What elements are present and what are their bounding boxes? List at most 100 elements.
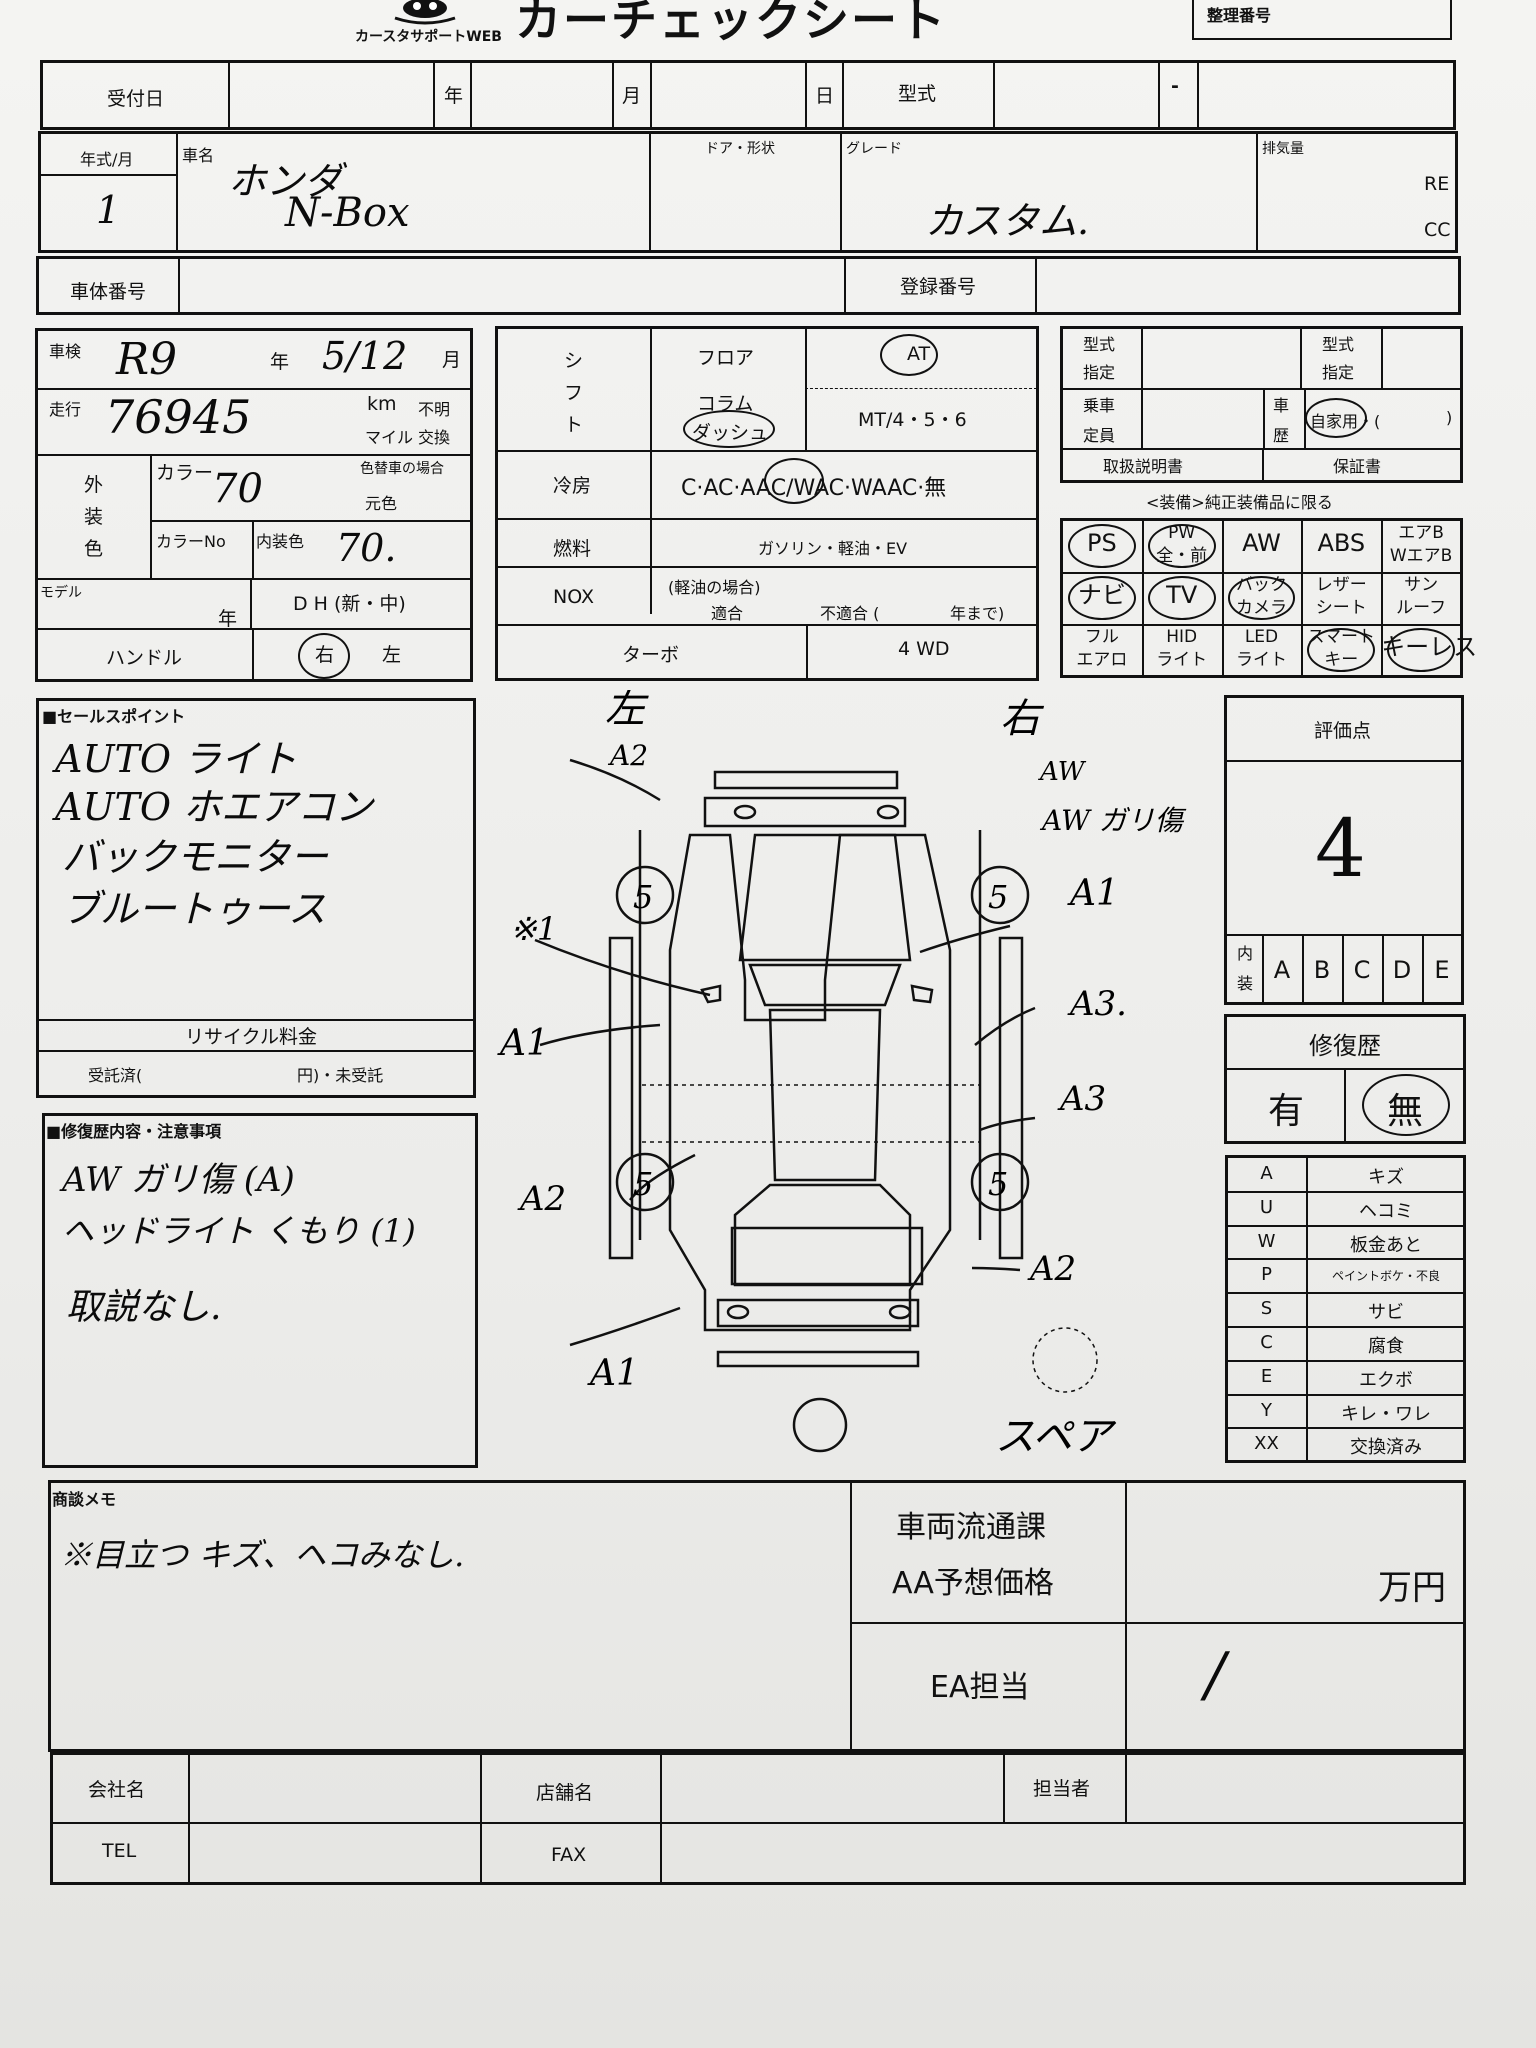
year-model-label: 年式/月 [80, 150, 134, 169]
fourwd-option: 4 WD [898, 638, 950, 660]
equipment-cell: フル エアロ [1076, 627, 1128, 670]
recycle-unpaid: 円)・未受託 [297, 1066, 384, 1085]
mark-a3-right-1: A3. [1067, 984, 1127, 1024]
reception-month: 月 [622, 85, 642, 107]
legend-description: ペイントボケ・不良 [1331, 1269, 1440, 1284]
seating-label-1: 乗車 [1083, 396, 1116, 415]
damage-legend [1225, 1155, 1466, 1463]
equipment-selected-circle [1068, 524, 1136, 568]
rear-bumper-plate [716, 1298, 920, 1328]
shaken-value: R9 [116, 334, 178, 385]
mark-a2-right: A2 [1027, 1249, 1076, 1289]
equipment-cell: HID ライト [1156, 627, 1208, 670]
steering-right-circle [298, 633, 350, 679]
diagram-right: 右 [1000, 696, 1045, 742]
mark-a2-left: A2 [517, 1179, 566, 1219]
mileage-km: km [367, 393, 397, 415]
car-name-label: 車名 [182, 146, 215, 165]
model-label: 型式 [898, 83, 937, 105]
interior-color-label: 内装色 [256, 532, 305, 551]
year-model-value: 1 [96, 188, 121, 232]
legend-code: P [1261, 1264, 1272, 1286]
repair-history-box [1224, 1014, 1466, 1144]
legend-description: 板金あと [1350, 1234, 1422, 1256]
equipment-cell: レザー シート [1315, 575, 1367, 618]
equipment-selected-circle [1387, 628, 1455, 672]
rear-left-tire [615, 1152, 675, 1212]
brand-logo: カースタサポートWEB [355, 0, 502, 45]
score-value: 4 [1315, 802, 1366, 895]
nox-label: NOX [553, 586, 594, 608]
model-year-label: モデル [40, 585, 82, 601]
rear-lamp-right [888, 1304, 912, 1320]
steering-label: ハンドル [106, 647, 183, 669]
shaken-month-value: 5/12 [322, 334, 408, 378]
memo-label: 商談メモ [52, 1490, 117, 1509]
sales-point-3: バックモニター [62, 835, 329, 879]
mark-a2-top-left: A2 [607, 739, 648, 772]
company-label: 会社名 [88, 1779, 146, 1801]
repair-note-2: ヘッドライト くもり (1) [62, 1212, 416, 1250]
memo-box [48, 1480, 1466, 1752]
mark-a1-right: A1 [1067, 873, 1119, 914]
front-right-tire [970, 865, 1030, 925]
logo-icon [394, 0, 456, 25]
history-close: ) [1446, 408, 1453, 427]
front-lamp-left [733, 804, 757, 820]
diagram-left: 左 [605, 690, 649, 732]
reception-day: 日 [815, 85, 835, 107]
spec-box [495, 326, 1039, 681]
interior-grade-label-2: 装 [1237, 974, 1254, 993]
car-outline [608, 770, 1030, 1453]
score-label: 評価点 [1314, 720, 1372, 742]
exterior-label-2: 装 [84, 506, 104, 528]
mileage-unknown: 不明 [418, 400, 451, 419]
type-designation-label-2: 指定 [1083, 363, 1116, 382]
fuel-options: ガソリン・軽油・EV [758, 539, 908, 558]
tire-rr-depth: 5 [988, 1165, 1008, 1203]
front-left-tire [615, 865, 675, 925]
chassis-label: 車体番号 [70, 281, 147, 303]
shaken-month: 月 [442, 349, 462, 371]
steering-left: 左 [382, 644, 402, 666]
left-side-panel [608, 936, 634, 1260]
repair-notes-box [42, 1113, 478, 1468]
interior-grade-d: D [1392, 956, 1412, 984]
ac-label: 冷房 [553, 475, 592, 497]
model-year-suffix: 年 [218, 608, 238, 630]
displacement-cc: CC [1424, 219, 1451, 241]
body-outline [668, 833, 952, 1332]
type-designation2-label-2: 指定 [1322, 363, 1355, 382]
price-dept: 車両流通課 [896, 1510, 1046, 1545]
interior-color-value: 70. [336, 526, 397, 570]
rear-bumper [716, 1350, 920, 1368]
fuel-label: 燃料 [553, 538, 592, 560]
interior-grade-e: E [1434, 956, 1450, 984]
color-no-label: カラーNo [156, 532, 226, 551]
legend-code: E [1260, 1365, 1273, 1387]
mark-a1-left: A1 [497, 1023, 549, 1064]
sales-point-2: AUTO ホエアコン [55, 785, 374, 829]
car-name-model: N-Box [285, 190, 410, 236]
legend-description: 交換済み [1350, 1437, 1422, 1459]
shift-label-2: フ [564, 382, 584, 404]
footer-box [50, 1752, 1466, 1885]
equipment-selected-circle [1147, 576, 1216, 620]
recycle-deposit: 受託済( [88, 1066, 143, 1085]
ref-number-box [1192, 0, 1452, 40]
nox-diesel-note: (軽油の場合) [668, 578, 761, 597]
tel-label: TEL [102, 1840, 137, 1862]
legend-description: キレ・ワレ [1341, 1403, 1431, 1425]
brand-text: カースタサポートWEB [355, 29, 502, 45]
memo-text: ※目立つ キズ、ヘコみなし. [60, 1536, 465, 1574]
hood [738, 833, 912, 962]
reception-row [40, 60, 1456, 130]
rear-lamp-left [726, 1304, 750, 1320]
nox-ok: 適合 [711, 604, 744, 623]
spare-tire [792, 1397, 848, 1453]
mark-a1-bottom-left: A1 [587, 1353, 639, 1394]
history-label-1: 車 [1273, 396, 1290, 415]
sheet-title: カーチェックシート [515, 0, 947, 47]
displacement-label: 排気量 [1262, 141, 1304, 157]
interior-grade-b: B [1313, 956, 1331, 984]
